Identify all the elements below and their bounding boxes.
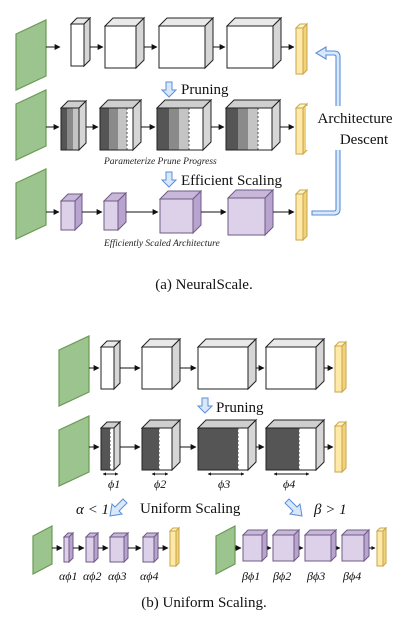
step-label-efficient-scaling: Efficient Scaling	[181, 173, 282, 189]
phi-label: ϕ2	[154, 477, 166, 491]
alpha-label: αϕ2	[83, 569, 102, 583]
input-layer	[32, 525, 53, 575]
step-label-uniform-scaling: Uniform Scaling	[140, 501, 241, 517]
note-parameterize-prune-progress: Parameterize Prune Progress	[103, 157, 217, 167]
input-layer	[215, 525, 236, 575]
output-layer	[333, 420, 348, 474]
output-layer	[294, 102, 309, 156]
beta-label: βϕ4	[342, 569, 361, 583]
pruned-block-2	[98, 98, 143, 152]
panel-b-uniform-scaling: Pruning	[32, 335, 388, 611]
loop-label-background	[306, 106, 402, 150]
scaled-block-4	[226, 188, 275, 237]
output-layer	[294, 188, 309, 242]
phi-label: ϕ3	[218, 477, 230, 491]
beta-label: βϕ1	[241, 569, 260, 583]
down-right-arrow-icon	[284, 498, 303, 517]
conv-block-4	[225, 16, 283, 70]
down-arrow-icon	[196, 397, 214, 414]
row-original-network-b	[58, 335, 348, 407]
alpha-condition: α < 1	[76, 502, 109, 518]
conv-block-4	[264, 337, 326, 391]
output-layer	[168, 526, 181, 568]
down-arrow-icon	[160, 81, 178, 98]
beta-block-3	[303, 528, 338, 563]
panel-a-neuralscale: Pruning	[15, 16, 402, 293]
loop-label-architecture: Architecture	[318, 111, 393, 127]
pruned-block-1	[99, 420, 122, 472]
loop-label-descent: Descent	[340, 132, 389, 148]
output-layer	[333, 340, 348, 394]
row-alpha-scaled-network: αϕ1 αϕ2 αϕ3 αϕ4	[32, 525, 181, 583]
input-layer	[15, 168, 47, 240]
phi-label: ϕ1	[108, 477, 120, 491]
alpha-label: αϕ1	[59, 569, 78, 583]
alpha-label: αϕ3	[108, 569, 127, 583]
alpha-block-1	[62, 531, 75, 564]
input-layer	[58, 415, 90, 487]
output-layer	[375, 526, 388, 568]
pruned-block-4	[264, 418, 326, 472]
beta-block-4	[340, 528, 371, 563]
caption-b: (b) Uniform Scaling.	[141, 595, 266, 611]
scaled-block-1	[59, 192, 84, 232]
conv-block-3	[157, 16, 215, 70]
pruned-block-3	[196, 418, 258, 472]
row-original-network	[15, 16, 309, 91]
beta-label: βϕ3	[306, 569, 325, 583]
beta-label: βϕ2	[272, 569, 291, 583]
scaled-block-2	[102, 191, 128, 232]
input-layer	[58, 335, 90, 407]
note-efficiently-scaled-architecture: Efficiently Scaled Architecture	[103, 238, 220, 249]
conv-block-1	[69, 16, 92, 68]
conv-block-2	[140, 337, 182, 391]
row-pruned-network: Parameterize Prune Progress	[15, 89, 309, 167]
row-pruned-network-b: ϕ1 ϕ2 ϕ3 ϕ4	[58, 415, 348, 491]
alpha-block-2	[84, 531, 100, 564]
beta-condition: β > 1	[313, 502, 347, 518]
row-beta-scaled-network: βϕ1 βϕ2 βϕ3 βϕ4	[215, 525, 388, 583]
pruned-block-4	[224, 98, 282, 152]
beta-block-2	[271, 528, 301, 563]
architecture-descent-arrow	[311, 46, 341, 216]
phi-label: ϕ4	[283, 477, 295, 491]
down-arrow-icon	[160, 171, 178, 188]
alpha-block-4	[141, 531, 160, 564]
beta-block-1	[241, 528, 269, 563]
step-label-pruning-b: Pruning	[216, 400, 264, 416]
conv-block-1	[99, 339, 122, 391]
output-layer	[294, 22, 309, 76]
pruned-block-2	[140, 418, 182, 472]
row-scaled-network: Efficiently Scaled Architecture	[15, 168, 309, 249]
conv-block-3	[196, 337, 258, 391]
alpha-block-3	[108, 531, 130, 564]
conv-block-2	[103, 16, 146, 70]
pruned-block-3	[155, 98, 213, 152]
caption-a: (a) NeuralScale.	[155, 277, 252, 293]
scaled-block-3	[158, 189, 203, 235]
step-label-pruning: Pruning	[181, 82, 229, 98]
input-layer	[15, 89, 47, 161]
input-layer	[15, 19, 47, 91]
down-left-arrow-icon	[109, 498, 128, 517]
pruned-block-1	[59, 99, 88, 152]
alpha-label: αϕ4	[140, 569, 159, 583]
